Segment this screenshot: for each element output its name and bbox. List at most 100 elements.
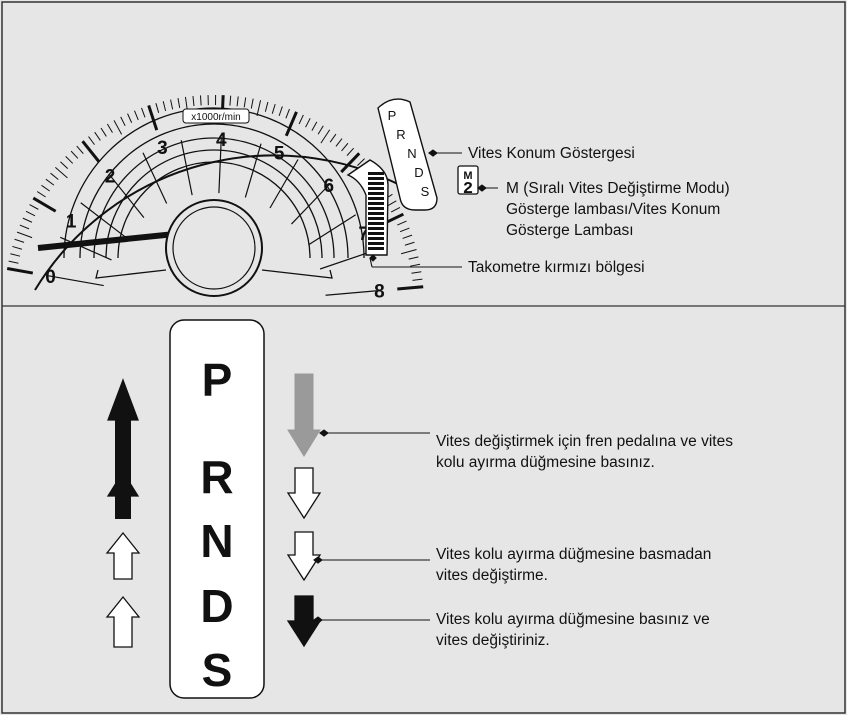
gear-indicator-letter: D: [414, 165, 423, 180]
shift-position-letter: R: [200, 451, 233, 503]
tach-minor-tick: [12, 245, 23, 250]
tach-minor-tick: [45, 178, 55, 186]
tach-minor-tick: [402, 234, 413, 239]
tach-minor-tick: [60, 161, 69, 169]
tach-major-tick: [397, 285, 424, 291]
tach-minor-tick: [8, 260, 19, 264]
up-arrow-solid-short-body: [115, 495, 131, 519]
tach-minor-tick: [229, 95, 232, 106]
tach-minor-tick: [177, 98, 181, 109]
red-zone-segment: [368, 202, 384, 205]
tach-minor-tick: [100, 127, 107, 137]
m-indicator-letter: M: [463, 170, 472, 182]
tach-grid-spoke: [308, 214, 357, 246]
tach-minor-tick: [320, 129, 331, 144]
tach-minor-tick: [120, 116, 126, 127]
tach-minor-tick: [155, 103, 160, 113]
tach-grid-spoke: [218, 137, 222, 194]
tach-lower-right: [261, 269, 333, 279]
down-arrow-gray: [287, 373, 321, 457]
tach-grid-spoke: [108, 173, 145, 219]
tach-number: 1: [66, 211, 77, 232]
callout-position-indicator: Vites Konum Göstergesi: [468, 145, 635, 162]
tach-minor-tick: [36, 191, 46, 198]
tach-grid-spoke: [142, 152, 168, 204]
tach-minor-tick: [134, 110, 139, 121]
m-indicator: M 2: [457, 165, 479, 199]
tach-number: 6: [324, 176, 335, 197]
tach-minor-tick: [29, 204, 39, 210]
tach-minor-tick: [278, 106, 283, 117]
tach-minor-tick: [408, 256, 419, 260]
tach-number: 7: [358, 224, 369, 245]
gear-indicator-letter: P: [388, 108, 397, 123]
shift-position-letter: S: [202, 644, 233, 696]
tach-minor-tick: [346, 147, 355, 156]
tach-unit-label: x1000r/min: [191, 112, 240, 123]
tach-minor-tick: [317, 125, 324, 135]
tach-minor-tick: [141, 107, 146, 118]
shift-position-letter: N: [200, 515, 233, 567]
tach-minor-tick: [357, 158, 365, 166]
tach-major-tick: [6, 267, 34, 275]
red-zone-segment: [368, 207, 384, 210]
tach-minor-tick: [106, 123, 113, 133]
tach-minor-tick: [22, 217, 33, 223]
tach-minor-tick: [271, 103, 276, 114]
tach-minor-tick: [412, 278, 423, 281]
red-zone-segment: [368, 187, 384, 190]
tach-needle: [37, 231, 176, 251]
up-arrow-outline-1: [105, 531, 141, 580]
tach-minor-tick: [298, 114, 304, 125]
tach-minor-tick: [410, 263, 421, 267]
tach-major-tick: [340, 152, 361, 174]
tach-grid-spoke: [244, 143, 262, 198]
gear-indicator-letter: R: [396, 127, 405, 142]
red-zone-segment: [368, 172, 384, 175]
red-zone-segment: [368, 232, 384, 235]
tach-minor-tick: [236, 96, 239, 107]
tach-unit-box: [182, 108, 250, 124]
tach-minor-tick: [199, 95, 202, 106]
red-zone-segment: [368, 197, 384, 200]
tach-minor-tick: [311, 121, 318, 131]
tach-minor-tick: [400, 249, 417, 255]
tach-minor-tick: [411, 271, 422, 274]
tach-number: 0: [45, 267, 56, 288]
tach-minor-tick: [404, 241, 415, 246]
tach-minor-tick: [70, 150, 79, 159]
shift-gate-panel: [169, 319, 265, 699]
red-zone-segment: [368, 212, 384, 215]
m-indicator-digit: 2: [463, 180, 473, 199]
callout-no-release: Vites kolu ayırma düğmesine basmadan vit…: [436, 546, 712, 584]
tach-major-tick: [32, 196, 57, 213]
down-arrow-outline-1: [286, 467, 322, 520]
tach-grid-spoke: [319, 250, 374, 270]
tach-minor-tick: [390, 206, 401, 213]
tach-minor-tick: [329, 133, 337, 143]
tach-minor-tick: [41, 184, 50, 192]
tach-grid-spoke: [80, 202, 126, 238]
callout-brake-and-release: Vites değiştirmek için fren pedalına ve …: [436, 433, 733, 471]
tach-minor-tick: [94, 131, 101, 141]
tach-minor-tick: [243, 97, 247, 108]
tach-minor-tick: [25, 210, 36, 217]
tach-grid-spoke: [59, 236, 112, 261]
tach-minor-tick: [162, 101, 167, 112]
tach-minor-tick: [335, 138, 343, 147]
tach-major-tick: [284, 111, 298, 137]
tach-number: 3: [157, 138, 168, 159]
up-arrow-outline-2: [105, 595, 141, 648]
tach-grid-spoke: [48, 275, 104, 287]
tach-hub-inner: [172, 206, 256, 290]
tach-minor-tick: [16, 231, 33, 239]
tach-minor-tick: [399, 227, 410, 233]
tach-major-tick: [81, 140, 100, 163]
tach-minor-tick: [256, 100, 262, 116]
red-zone-segment: [368, 182, 384, 185]
tach-lower-left: [95, 269, 167, 279]
